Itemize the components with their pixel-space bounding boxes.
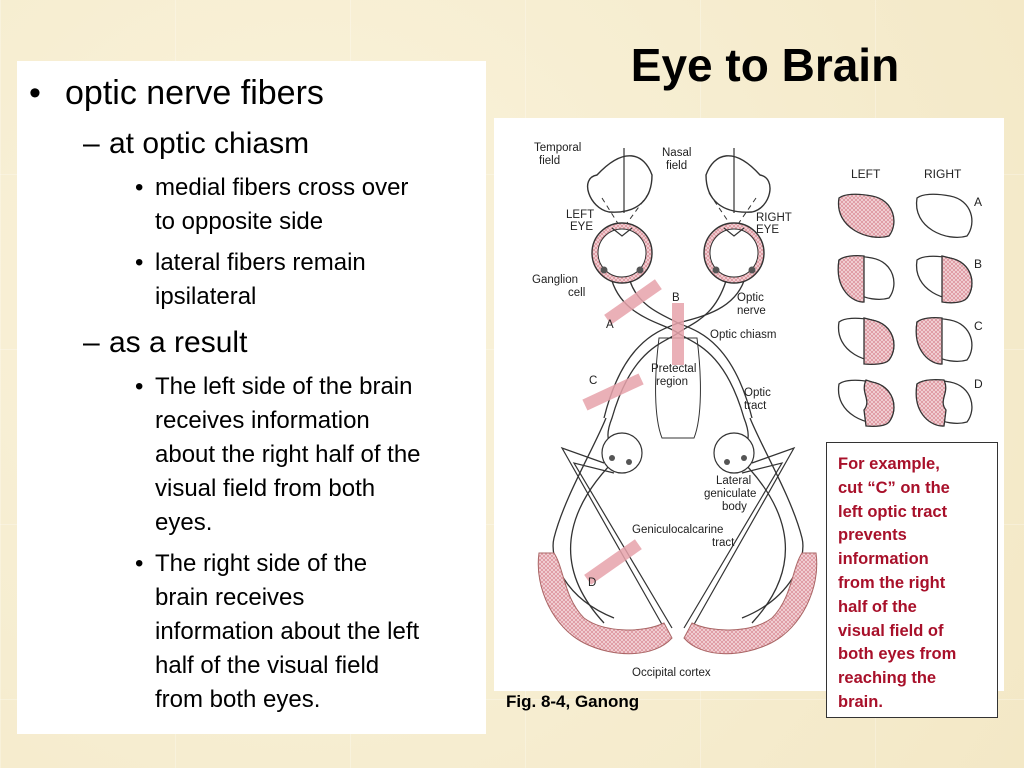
- example-callout: For example, cut “C” on the left optic t…: [826, 442, 998, 718]
- left-eye: [591, 222, 653, 284]
- bullet-dot: •: [135, 373, 144, 400]
- bullet-dot: •: [135, 550, 144, 577]
- geniculocalcarine-tracts: [560, 446, 796, 629]
- right-visual-field: [705, 148, 771, 213]
- label-optic-chiasm: Optic chiasm: [710, 329, 776, 341]
- bullet-left-side-brain: • The left side of the brain receives in…: [135, 370, 485, 540]
- right-lgn: [713, 432, 755, 474]
- bullet-lateral-fibers: • lateral fibers remain ipsilateral: [135, 246, 485, 314]
- figure-caption: Fig. 8-4, Ganong: [506, 692, 640, 711]
- bullet-right-side-brain: • The right side of the brain receives i…: [135, 547, 485, 717]
- cut-label-c: C: [589, 375, 597, 387]
- dash-mark: –: [83, 326, 100, 359]
- row-label-c: C: [974, 319, 983, 333]
- slide-title: Eye to Brain: [630, 39, 900, 91]
- bullet-dot: •: [135, 249, 144, 276]
- row-label-a: A: [974, 195, 982, 209]
- lesion-marks: [582, 279, 684, 585]
- bullet-optic-nerve-fibers: • optic nerve fibers: [29, 74, 324, 112]
- right-eye: [703, 222, 765, 284]
- bullet-as-a-result: – as a result: [83, 326, 248, 359]
- bullet-dot: •: [135, 174, 144, 201]
- cut-label-a: A: [606, 319, 614, 331]
- dash-mark: –: [83, 127, 100, 160]
- cut-label-d: D: [588, 577, 596, 589]
- row-label-b: B: [974, 257, 982, 271]
- field-header-left: LEFT: [851, 167, 881, 181]
- text-panel: • optic nerve fibers – at optic chiasm •…: [17, 61, 486, 734]
- cut-label-b: B: [672, 292, 680, 304]
- occipital-cortex: [537, 552, 818, 655]
- bullet-dot: •: [29, 74, 41, 112]
- row-label-d: D: [974, 377, 983, 391]
- bullet-medial-fibers: • medial fibers cross over to opposite s…: [135, 171, 485, 239]
- left-visual-field: [586, 148, 653, 213]
- bullet-at-optic-chiasm: – at optic chiasm: [83, 127, 310, 160]
- field-defect-grid: [837, 193, 973, 428]
- left-lgn: [601, 432, 643, 474]
- field-header-right: RIGHT: [924, 167, 962, 181]
- label-occipital-cortex: Occipital cortex: [632, 667, 711, 679]
